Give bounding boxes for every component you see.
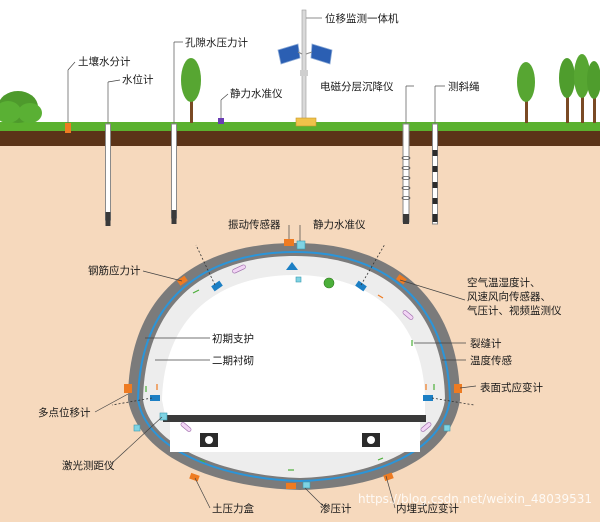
magnetic-settlement-gauge-icon <box>401 86 411 224</box>
label-crack-meter: 裂缝计 <box>470 337 502 350</box>
label-static-level-tunnel: 静力水准仪 <box>313 218 366 231</box>
label-secondary-lining: 二期衬砌 <box>212 354 254 367</box>
label-env-line3: 气压计、视频监测仪 <box>467 304 562 317</box>
label-initial-support: 初期支护 <box>212 332 254 345</box>
label-soil-moisture: 土壤水分计 <box>78 55 131 68</box>
topsoil-layer <box>0 130 600 146</box>
label-env-line1: 空气温湿度计、 <box>467 276 541 289</box>
label-magnetic-settlement: 电磁分层沉降仪 <box>320 80 394 93</box>
label-inclinometer: 测斜绳 <box>448 80 480 93</box>
label-pore-pressure: 孔隙水压力计 <box>185 36 248 49</box>
label-earth-pressure: 土压力盒 <box>212 502 254 515</box>
label-env-line2: 风速风向传感器、 <box>467 290 551 303</box>
label-static-level-surface: 静力水准仪 <box>230 87 283 100</box>
inclinometer-rope-icon <box>432 86 438 225</box>
label-rebar-stress: 钢筋应力计 <box>88 264 141 277</box>
label-vibration-sensor: 振动传感器 <box>228 218 281 231</box>
grass-layer <box>0 122 600 131</box>
tree-group-icon <box>517 54 600 123</box>
label-laser-range: 激光测距仪 <box>62 459 115 472</box>
label-temp-sensing: 温度传感 <box>470 354 512 367</box>
label-integrated-monitor: 位移监测一体机 <box>325 12 399 25</box>
sky <box>0 0 600 123</box>
tunnel-cross-section <box>128 243 460 490</box>
leader-lines <box>67 41 477 509</box>
watermark: https://blog.csdn.net/weixin_48039531 <box>358 492 592 506</box>
label-surface-strain: 表面式应变计 <box>480 381 543 394</box>
soil-moisture-meter-icon <box>65 70 71 133</box>
label-water-level: 水位计 <box>122 73 154 86</box>
bush-icon <box>0 91 42 123</box>
pore-pressure-meter-icon <box>171 42 177 224</box>
tree-icon <box>181 58 201 123</box>
label-embedded-strain: 内埋式应变计 <box>396 502 459 515</box>
tunnel-sensors <box>111 239 475 489</box>
label-multipoint-disp: 多点位移计 <box>38 406 91 419</box>
solar-monitor-icon <box>277 9 333 127</box>
static-level-surface-icon <box>218 100 224 124</box>
label-seepage-meter: 渗压计 <box>320 502 352 515</box>
water-level-meter-icon <box>105 82 111 226</box>
